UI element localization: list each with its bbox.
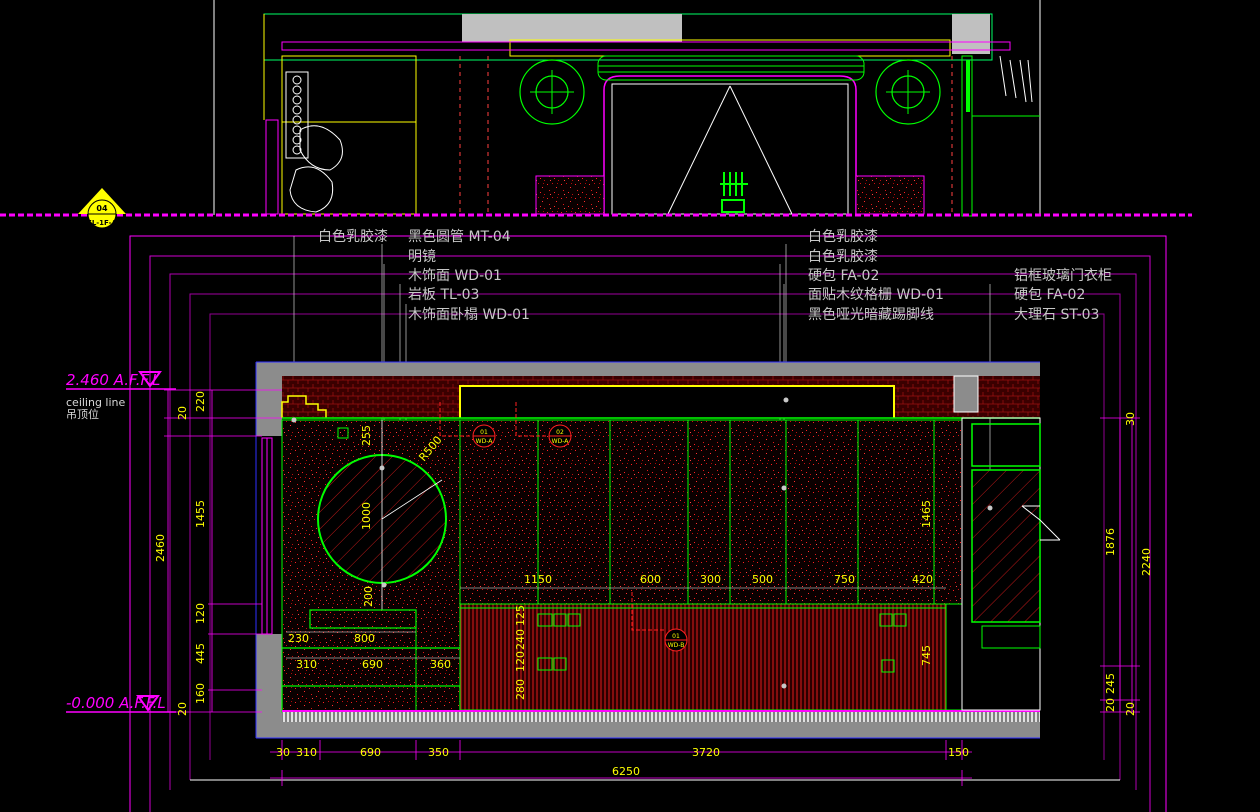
dim-panel-300: 300: [700, 573, 721, 586]
dim-bottom-310: 310: [296, 746, 317, 759]
label-white-latex-1: 白色乳胶漆: [318, 228, 388, 245]
dim-right-1465: 1465: [920, 500, 933, 528]
dim-bench-240: 240: [514, 629, 527, 650]
plan-wall-light-left: [519, 59, 585, 125]
ceiling-note-cn: 吊顶位: [66, 407, 99, 421]
plan-view: [0, 0, 1192, 217]
detail-tag-3-code: WD-B: [668, 642, 685, 649]
dim-right-20-b: 20: [1124, 702, 1137, 716]
detail-tag-2-code: WD-A: [552, 438, 570, 445]
label-white-latex-3: 白色乳胶漆: [808, 248, 878, 265]
section-callout: 04 EL-1F-A: [78, 188, 126, 229]
dim-bottom-6250: 6250: [612, 765, 640, 778]
label-skirting: 黑色哑光暗藏踢脚线: [808, 306, 934, 323]
dim-panel-420: 420: [912, 573, 933, 586]
label-wardrobe: 铝框玻璃门衣柜: [1014, 267, 1112, 284]
dim-left-20-bottom: 20: [176, 702, 189, 716]
material-labels-left: 白色乳胶漆 黑色圆管 MT-04 明镜 木饰面 WD-01 岩板 TL-03 木…: [318, 228, 530, 323]
dims-left-lines: [164, 389, 282, 713]
dim-bench-125: 125: [514, 605, 527, 626]
dim-right-20-a: 20: [1104, 698, 1117, 712]
dims-right-lines: [1100, 417, 1140, 713]
ceiling-note-en: ceiling line: [66, 396, 126, 409]
dim-left-120: 120: [194, 603, 207, 624]
material-labels-right: 铝框玻璃门衣柜 硬包 FA-02 大理石 ST-03: [1014, 267, 1112, 323]
dim-mirror-top: 255: [360, 425, 373, 446]
round-mirror: [317, 420, 447, 610]
dim-right-1876: 1876: [1104, 528, 1117, 556]
detail-tag-3-num: 01: [672, 633, 680, 640]
label-white-latex-2: 白色乳胶漆: [808, 228, 878, 245]
plan-wardrobe: [961, 55, 1040, 217]
label-wood-veneer: 木饰面 WD-01: [408, 268, 502, 284]
label-mirror: 明镜: [408, 249, 436, 265]
dims-bottom-lines: [270, 740, 972, 786]
label-hard-pack-2: 硬包 FA-02: [1014, 287, 1085, 303]
dim-bottom-30: 30: [276, 746, 290, 759]
dim-right-30: 30: [1124, 412, 1137, 426]
dim-left-1455: 1455: [194, 500, 207, 528]
dim-right-745: 745: [920, 645, 933, 666]
detail-tag-3: 01 WD-B: [664, 628, 688, 652]
label-rock-slab: 岩板 TL-03: [408, 287, 479, 303]
dim-mirror-diameter: 1000: [360, 502, 373, 530]
ceiling-level: 2.460 A.F.F.L: [66, 371, 160, 389]
dim-left-445: 445: [194, 643, 207, 664]
label-black-tube: 黑色圆管 MT-04: [408, 228, 511, 245]
dim-left-20-top: 20: [176, 406, 189, 420]
detail-tag-1-code: WD-A: [476, 438, 494, 445]
wardrobe: [961, 417, 1061, 711]
detail-tag-2: 02 WD-A: [548, 424, 572, 448]
dim-right-2240: 2240: [1140, 548, 1153, 576]
callout-number: 04: [96, 204, 108, 213]
plan-wall-light-right: [875, 59, 941, 125]
callout-ref: EL-1F-A: [87, 219, 117, 227]
dim-panel-750: 750: [834, 573, 855, 586]
dim-shelf-690: 690: [362, 658, 383, 671]
dim-shelf-360: 360: [430, 658, 451, 671]
dim-bench-280: 280: [514, 679, 527, 700]
dim-shelf-230: 230: [288, 632, 309, 645]
dim-panel-1150: 1150: [524, 573, 552, 586]
material-labels-mid: 白色乳胶漆 白色乳胶漆 硬包 FA-02 面贴木纹格栅 WD-01 黑色哑光暗藏…: [808, 228, 944, 323]
dim-bottom-350: 350: [428, 746, 449, 759]
dim-bottom-3720: 3720: [692, 746, 720, 759]
label-grille: 面贴木纹格栅 WD-01: [808, 287, 944, 303]
dim-right-245: 245: [1104, 673, 1117, 694]
elevation-view: 01 WD-A 02 WD-A 01 WD-B: [255, 361, 1061, 739]
dim-bottom-150: 150: [948, 746, 969, 759]
dim-left-160: 160: [194, 683, 207, 704]
plan-chair-symbol: [720, 172, 748, 213]
dim-panel-500: 500: [752, 573, 773, 586]
label-hard-pack: 硬包 FA-02: [808, 268, 879, 284]
level-markers: 2.460 A.F.F.L ceiling line 吊顶位 -0.000 A.…: [66, 371, 176, 713]
detail-tag-2-num: 02: [556, 429, 564, 436]
dim-mirror-bottom: 200: [362, 586, 375, 607]
label-marble: 大理石 ST-03: [1014, 307, 1099, 323]
dim-panel-600: 600: [640, 573, 661, 586]
plan-bench-cushion: [285, 71, 343, 213]
dim-shelf-310: 310: [296, 658, 317, 671]
detail-tag-1-num: 01: [480, 429, 488, 436]
detail-tag-1: 01 WD-A: [472, 424, 496, 448]
dim-shelf-800: 800: [354, 632, 375, 645]
dim-bench-120: 120: [514, 651, 527, 672]
dim-left-2460: 2460: [154, 534, 167, 562]
dim-left-220: 220: [194, 391, 207, 412]
dim-bottom-690: 690: [360, 746, 381, 759]
label-wood-bench: 木饰面卧榻 WD-01: [408, 307, 530, 323]
